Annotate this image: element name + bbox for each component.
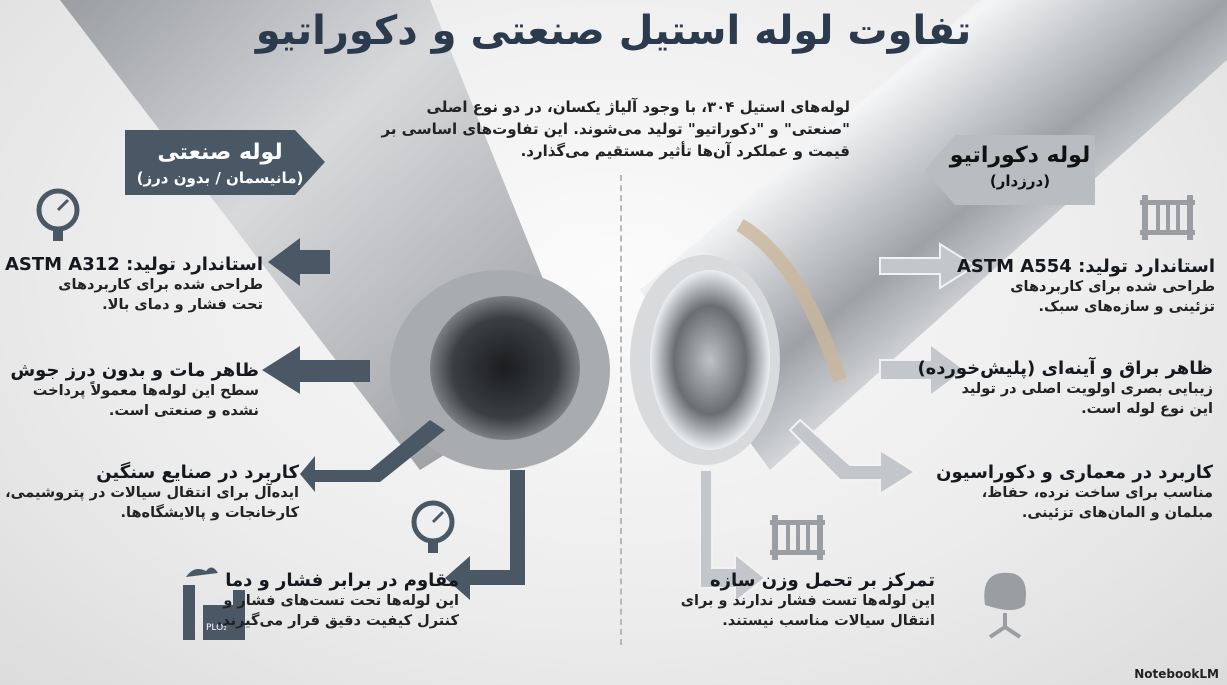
point-heading: مقاوم در برابر فشار و دما [225, 570, 459, 591]
decorative-point: تمرکز بر تحمل وزن سازه این لوله‌ها تست ف… [681, 570, 935, 631]
point-desc: این لوله‌ها تحت تست‌های فشار و [223, 593, 459, 609]
point-desc: طراحی شده برای کاربردهای [58, 277, 263, 293]
point-desc: تزئینی و سازه‌های سبک. [1038, 299, 1215, 315]
point-desc: این نوع لوله است. [1081, 401, 1213, 417]
industrial-label-arrow [125, 130, 325, 195]
decorative-label-title: لوله دکوراتیو [949, 143, 1091, 168]
decorative-point: استاندارد تولید: ASTM A554 طراحی شده برا… [957, 256, 1215, 317]
point-desc: کنترل کیفیت دقیق قرار می‌گیرند. [216, 613, 459, 629]
point-desc: نشده و صنعتی است. [108, 403, 259, 419]
factory-icon-text: PLO₂ [206, 623, 227, 633]
factory-icon: PLO₂ [183, 567, 245, 640]
center-divider [620, 175, 622, 645]
point-heading: ظاهر مات و بدون درز جوش [10, 360, 259, 381]
point-desc: این لوله‌ها تست فشار ندارند و برای [680, 593, 935, 609]
point-desc: مبلمان و المان‌های تزئینی. [1021, 505, 1213, 521]
decorative-label: لوله دکوراتیو (درزدار) [940, 143, 1100, 190]
point-desc: ایده‌آل برای انتقال سیالات در پتروشیمی، [5, 485, 299, 501]
point-desc: زیبایی بصری اولویت اصلی در تولید [961, 381, 1214, 397]
point-desc: سطح این لوله‌ها معمولاً پرداخت [32, 383, 259, 399]
point-heading: تمرکز بر تحمل وزن سازه [710, 570, 935, 591]
brand-logo: NotebookLM [1134, 667, 1219, 681]
point-heading: استاندارد تولید: ASTM A554 [956, 256, 1215, 277]
decorative-pipe [630, 0, 1227, 470]
pressure-gauge-icon [411, 500, 455, 553]
point-desc: طراحی شده برای کاربردهای [1010, 279, 1215, 295]
pressure-gauge-icon [36, 188, 80, 241]
industrial-label-sub: (مانیسمان / بدون درز) [136, 169, 304, 187]
point-desc: مناسب برای ساخت نرده، حفاظ، [981, 485, 1213, 501]
industrial-label: لوله صنعتی (مانیسمان / بدون درز) [130, 140, 310, 187]
point-desc: کارخانجات و پالایشگاه‌ها. [120, 505, 299, 521]
chair-icon [984, 572, 1026, 639]
industrial-label-title: لوله صنعتی [157, 140, 283, 165]
railing-icon [770, 515, 825, 560]
point-heading: کاربرد در صنایع سنگین [96, 462, 299, 483]
point-heading: استاندارد تولید: ASTM A312 [4, 254, 263, 275]
point-heading: کاربرد در معماری و دکوراسیون [936, 462, 1213, 483]
industrial-arrows [262, 238, 525, 600]
page-title: تفاوت لوله استیل صنعتی و دکوراتیو [255, 8, 972, 54]
industrial-pipe [60, 0, 610, 470]
decorative-arrows [699, 242, 977, 605]
industrial-point: کاربرد در صنایع سنگین ایده‌آل برای انتقا… [5, 462, 299, 523]
industrial-point: مقاوم در برابر فشار و دما این لوله‌ها تح… [217, 570, 459, 631]
industrial-point: استاندارد تولید: ASTM A312 طراحی شده برا… [5, 254, 263, 315]
industrial-point: ظاهر مات و بدون درز جوش سطح این لوله‌ها … [10, 360, 259, 421]
decorative-label-arrow [925, 135, 1095, 205]
point-desc: تحت فشار و دمای بالا. [102, 297, 263, 313]
point-heading: ظاهر براق و آینه‌ای (پلیش‌خورده) [917, 358, 1213, 379]
decorative-point: کاربرد در معماری و دکوراسیون مناسب برای … [936, 462, 1213, 523]
decorative-label-sub: (درزدار) [989, 172, 1051, 190]
decorative-point: ظاهر براق و آینه‌ای (پلیش‌خورده) زیبایی … [917, 358, 1213, 419]
railing-icon [1140, 195, 1195, 240]
point-desc: انتقال سیالات مناسب نیستند. [722, 613, 935, 629]
intro-text: لوله‌های استیل ۳۰۴، با وجود آلیاژ یکسان،… [381, 98, 850, 160]
